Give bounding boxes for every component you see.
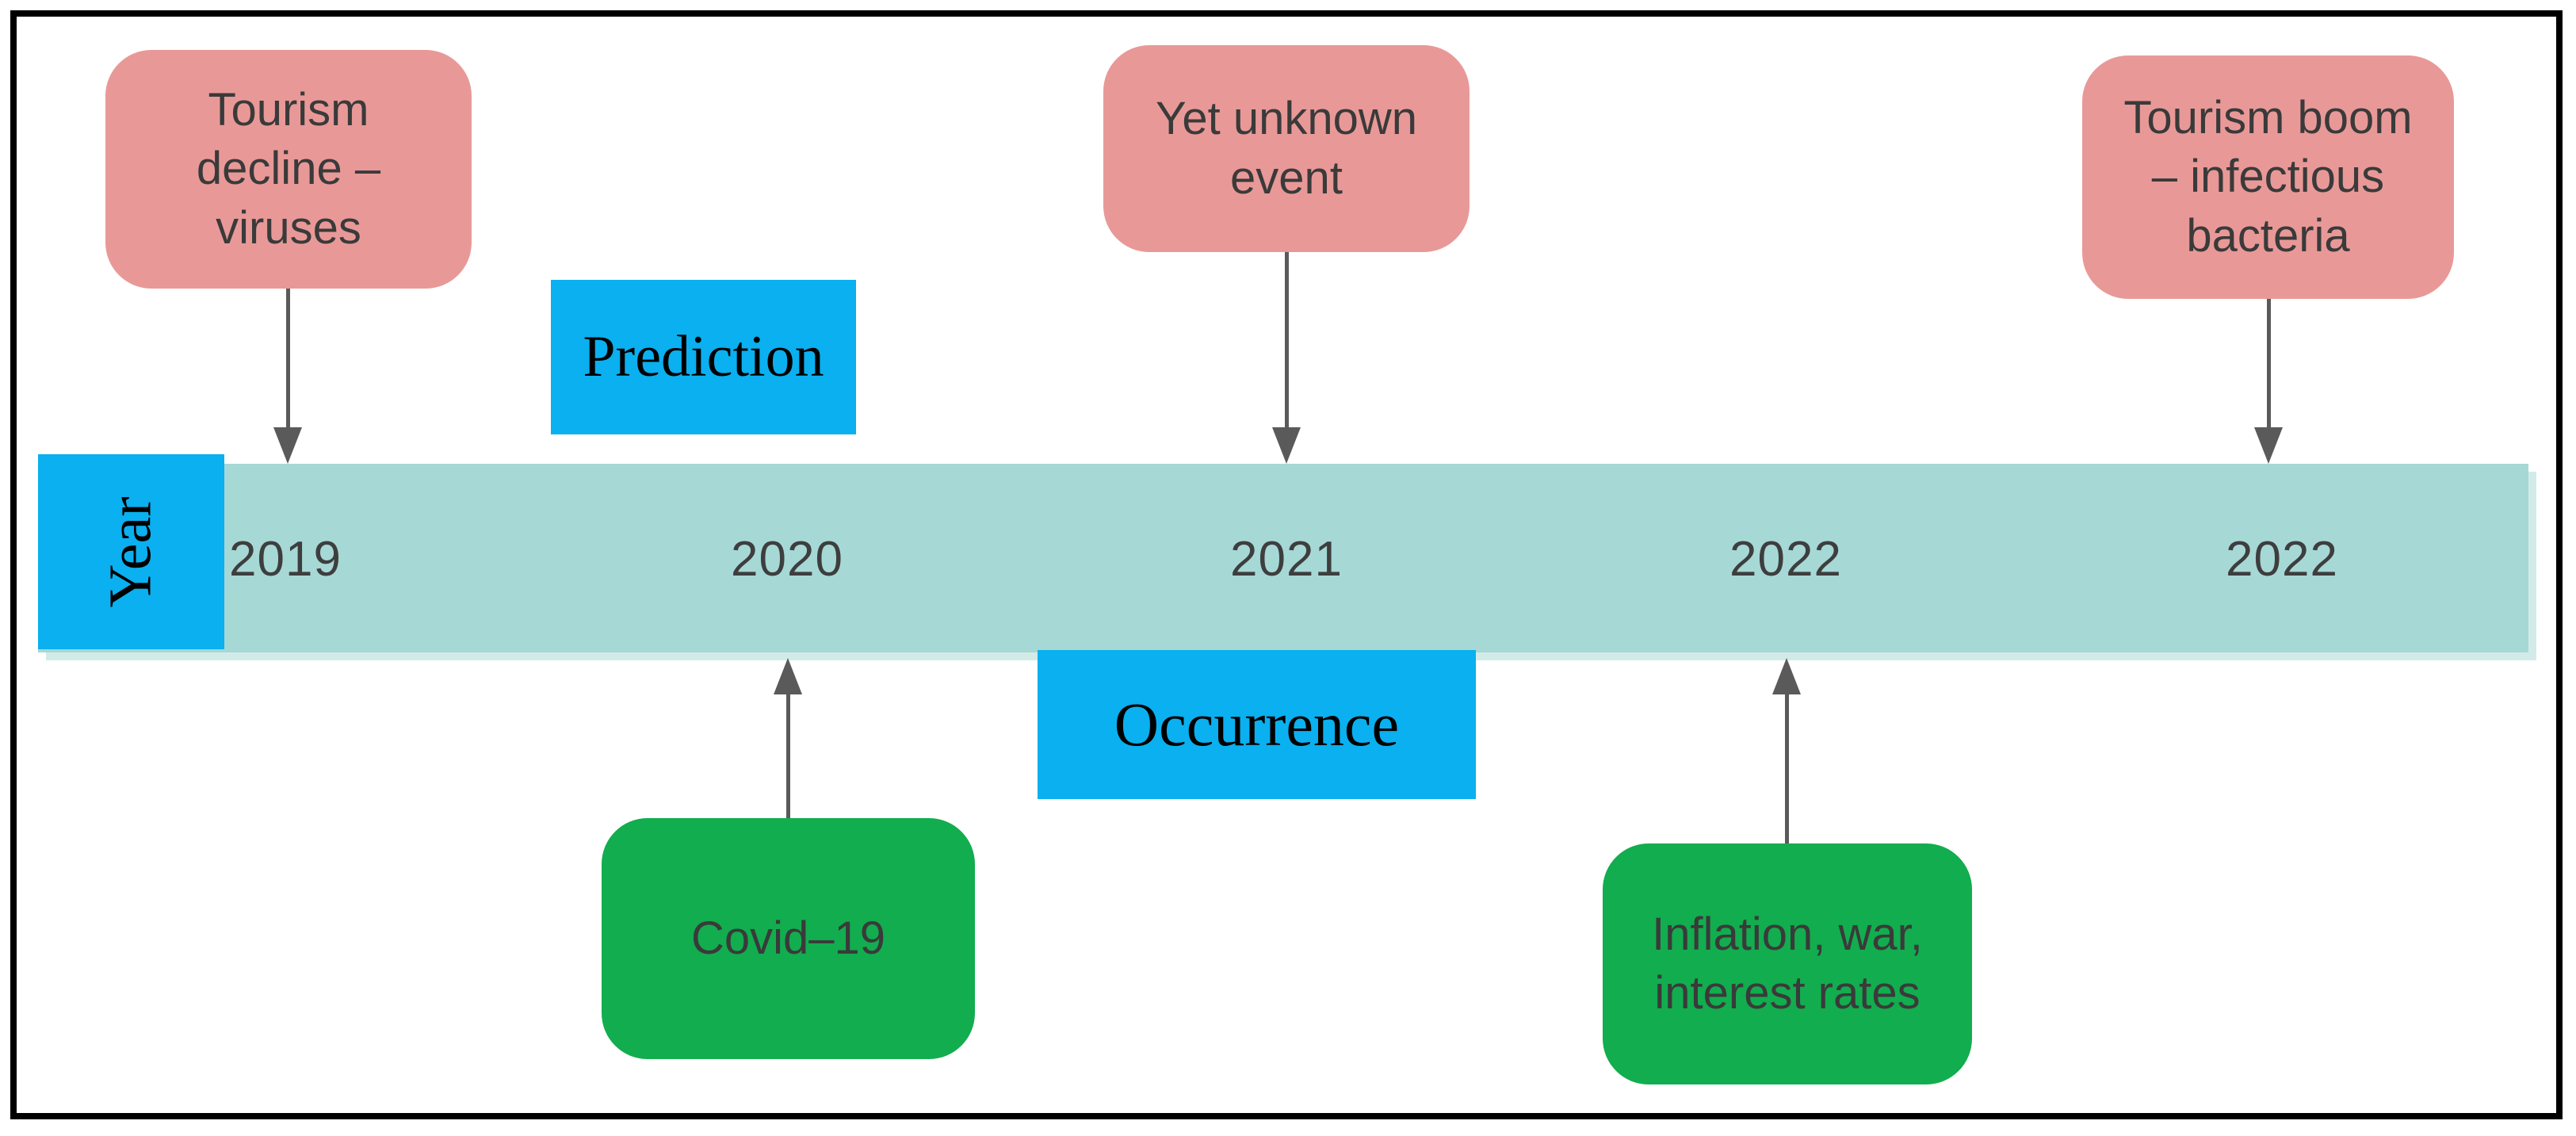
occurrence-row-label-box: Occurrence [1038,650,1476,799]
arrow-head-icon [1272,427,1301,464]
arrow-head-icon [2254,427,2283,464]
arrow-head-icon [774,658,802,694]
arrow-stem [286,289,290,430]
year-label-2022-b: 2022 [2226,532,2338,587]
arrow-head-icon [273,427,302,464]
prediction-row-label-box: Prediction [551,280,856,434]
arrow-head-icon [1772,658,1801,694]
arrow-stem [1785,691,1789,843]
prediction-box-tourism-decline: Tourism decline – viruses [105,50,472,289]
timeline-bar [38,464,2528,652]
prediction-box-unknown-event: Yet unknown event [1103,45,1470,252]
year-label-2022-a: 2022 [1729,532,1842,587]
down-arrow-2021 [1272,252,1301,464]
up-arrow-2022 [1772,658,1801,843]
prediction-row-label: Prediction [583,324,824,389]
down-arrow-2022 [2254,299,2283,464]
occurrence-row-label: Occurrence [1114,690,1400,759]
arrow-stem [2267,299,2271,430]
prediction-box-tourism-boom: Tourism boom – infectious bacteria [2082,55,2454,299]
occurrence-box-covid19: Covid–19 [602,818,975,1059]
year-label-2019: 2019 [229,532,342,587]
year-axis-label: Year [97,495,164,608]
figure-border [10,10,2563,1119]
year-axis-box: Year [38,454,224,649]
up-arrow-2020 [774,658,802,818]
down-arrow-2019 [273,289,302,464]
occurrence-box-inflation-war: Inflation, war, interest rates [1603,843,1972,1084]
year-label-2020: 2020 [731,532,843,587]
arrow-stem [1285,252,1289,430]
year-label-2021: 2021 [1230,532,1343,587]
arrow-stem [786,691,790,818]
